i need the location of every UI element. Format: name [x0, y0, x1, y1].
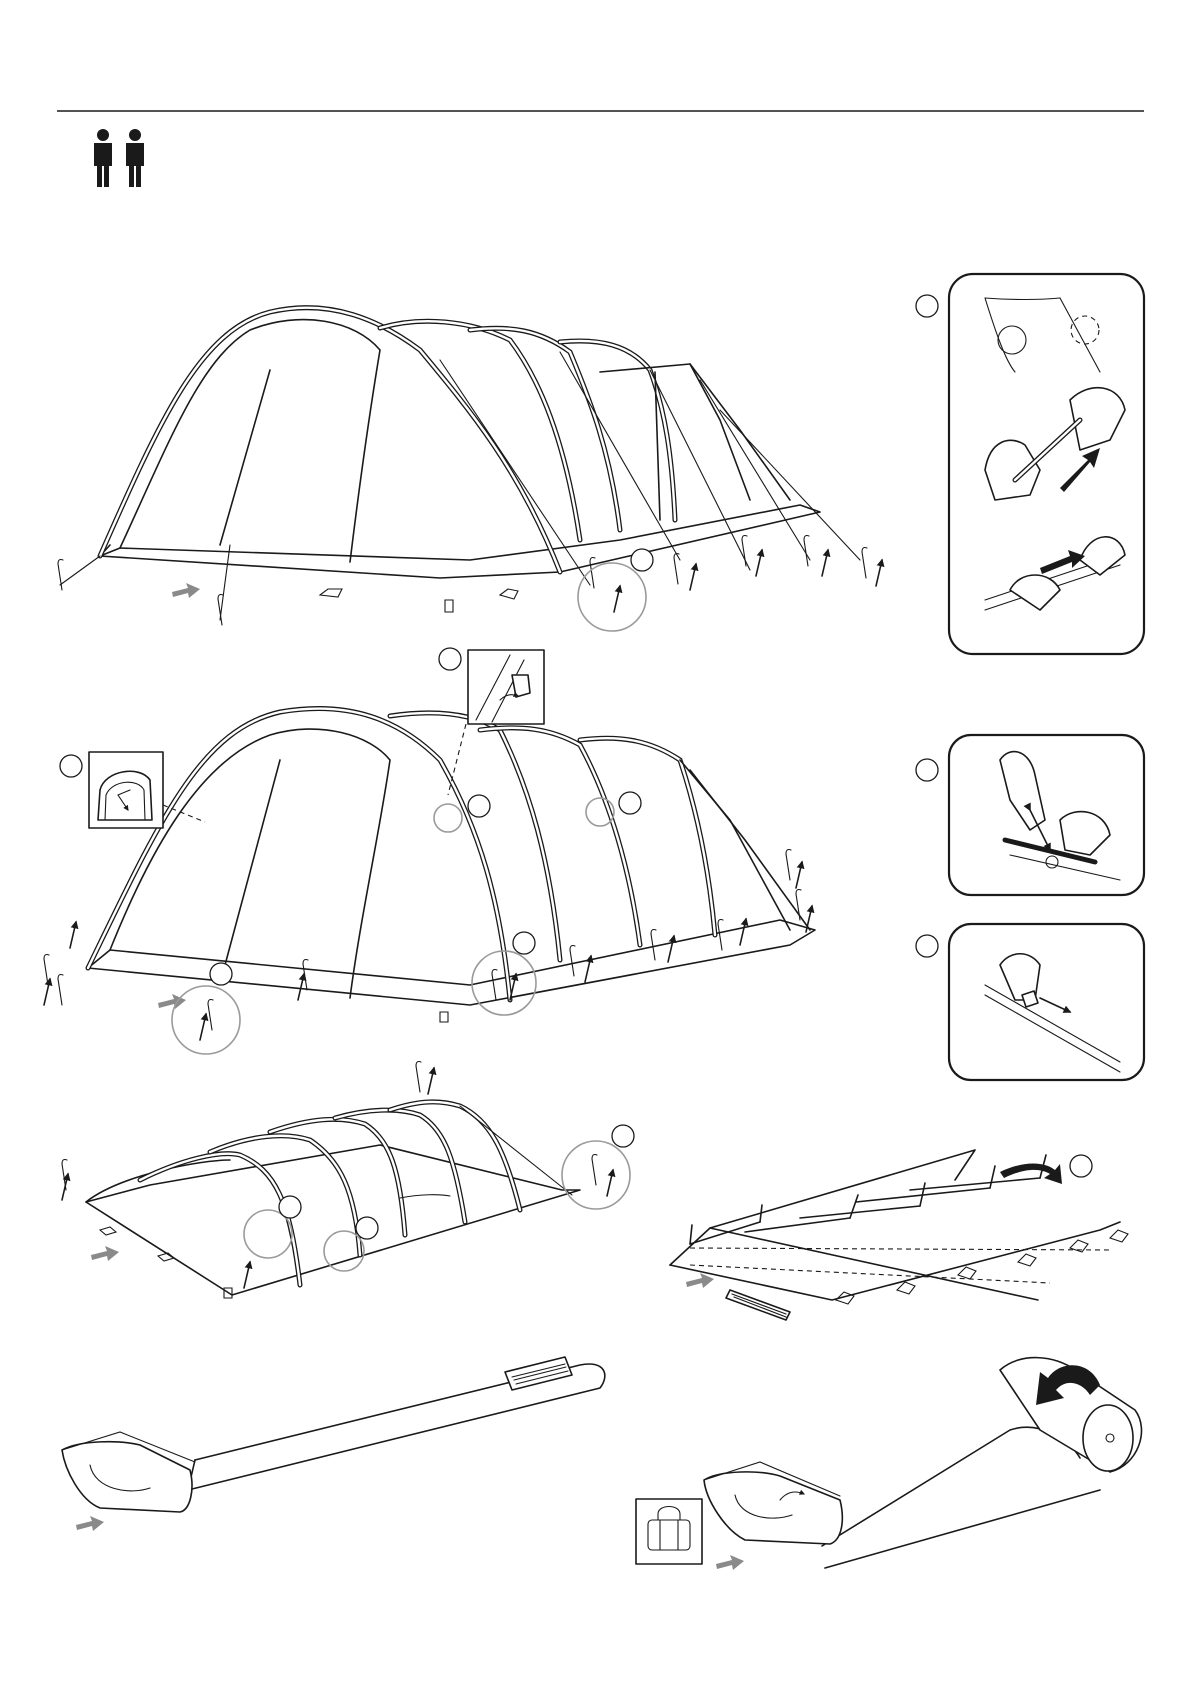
figure-3-frame [62, 1062, 634, 1299]
callout-marker [631, 549, 653, 571]
peg-bag-icon [726, 1290, 790, 1320]
carry-bag-icon [636, 1499, 702, 1564]
direction-arrow [172, 583, 200, 598]
detail-panel-sleeve [916, 924, 1144, 1080]
figure-4-folded-fabric [670, 1150, 1128, 1320]
figure-1-tent [58, 308, 882, 631]
figure-5-pole-bag [62, 1357, 605, 1531]
figure-6-roll-tent [636, 1358, 1142, 1570]
zoom-circle [578, 563, 646, 631]
two-persons-icon [94, 129, 144, 187]
figure-2-tent [44, 648, 815, 1054]
detail-panel-pole-release [916, 274, 1144, 654]
detail-panel-pole-joint [916, 735, 1144, 895]
